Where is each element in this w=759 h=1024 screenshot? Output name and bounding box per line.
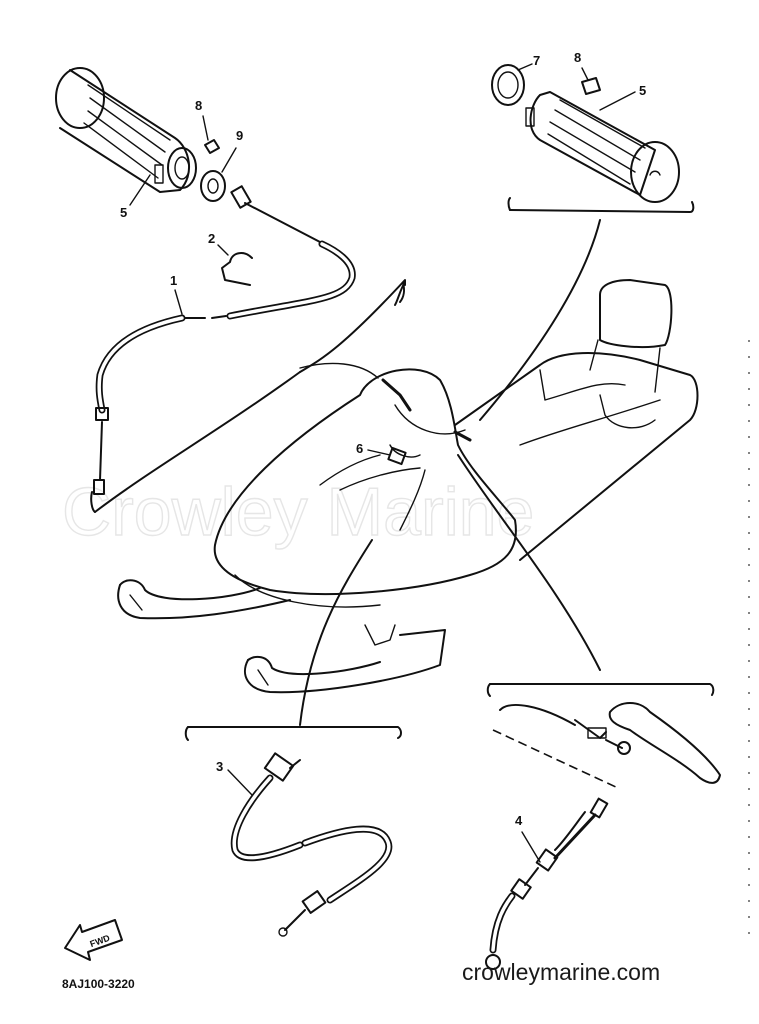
left-plug xyxy=(204,139,220,154)
callout-washer: 9 xyxy=(236,128,243,143)
snowmobile-illustration xyxy=(117,279,699,694)
callout-band: 6 xyxy=(356,441,363,456)
forward-direction-arrow: FWD xyxy=(64,919,123,961)
choke-cable-part xyxy=(230,752,393,937)
clip-part xyxy=(221,252,253,286)
brake-dashed-line xyxy=(492,729,619,789)
brake-cable-part xyxy=(485,797,609,970)
watermark-url: crowleymarine.com xyxy=(462,959,660,985)
callout-ring: 7 xyxy=(533,53,540,68)
washer-part xyxy=(200,170,226,202)
callout-throttle-cable: 1 xyxy=(170,273,177,288)
leader-to-left-group xyxy=(299,279,406,373)
drawing-code: 8AJ100-3220 xyxy=(62,977,135,991)
callout-grip-left: 5 xyxy=(120,205,127,220)
callout-choke-cable: 3 xyxy=(216,759,223,774)
ring-part xyxy=(491,64,525,106)
leader-to-right-group xyxy=(479,219,601,421)
leader-to-choke-group xyxy=(299,539,373,726)
watermark-brand: Crowley Marine xyxy=(62,474,534,550)
callout-plug-left: 8 xyxy=(195,98,202,113)
left-grip-assembly xyxy=(55,67,197,193)
callout-plug-right: 8 xyxy=(574,50,581,65)
brake-lever-assembly xyxy=(499,702,721,784)
choke-group-frame xyxy=(187,726,402,739)
throttle-cable-lower xyxy=(93,314,206,495)
right-plug xyxy=(581,77,601,95)
leader-to-brake-group xyxy=(457,454,601,671)
left-group-boundary xyxy=(94,371,301,513)
throttle-cable-upper xyxy=(211,185,356,320)
right-group-frame xyxy=(509,201,695,213)
right-grip-assembly xyxy=(525,91,680,203)
brake-group-frame xyxy=(489,683,715,696)
callout-clip: 2 xyxy=(208,231,215,246)
callout-brake-cable: 4 xyxy=(515,813,523,828)
callout-grip-right: 5 xyxy=(639,83,646,98)
